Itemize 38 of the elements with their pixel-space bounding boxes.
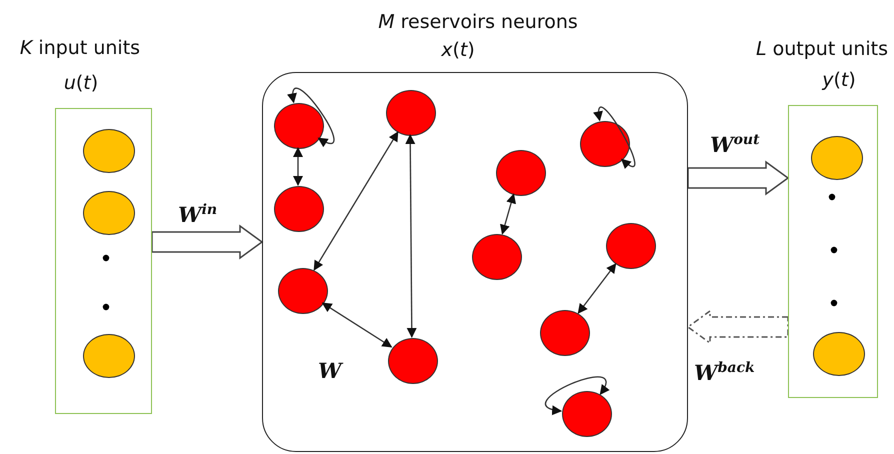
edge-label: W$^{in}$ [178, 202, 218, 227]
neuron-circle [540, 310, 590, 356]
neuron-circle [496, 150, 546, 196]
self-loop-arrow [288, 88, 334, 147]
arrow [293, 147, 303, 186]
arrow [405, 134, 417, 338]
layer-title: K input units [18, 37, 142, 59]
variable-label: u(t) [62, 72, 100, 94]
neuron-circle [386, 90, 436, 136]
self-loop-arrow [545, 376, 610, 414]
dashed-block-arrow [686, 310, 789, 344]
arrow [500, 193, 516, 235]
layer-title: M reservoirs neurons [377, 11, 579, 33]
arrow [322, 302, 392, 348]
neuron-circle [606, 223, 656, 269]
neuron-circle [278, 268, 328, 314]
variable-label: y(t) [820, 69, 857, 91]
neuron-circle [472, 234, 522, 280]
neuron-circle [388, 338, 438, 384]
block-arrow [151, 224, 264, 260]
edge-label: W$^{back}$ [694, 360, 755, 385]
unit-circle [811, 136, 863, 180]
unit-circle [83, 129, 135, 173]
arrow [314, 131, 398, 271]
layer-title: L output units [754, 38, 890, 60]
unit-circle [813, 332, 865, 376]
variable-label: x(t) [440, 39, 476, 61]
neuron-circle [274, 186, 324, 232]
edge-label: W$^{out}$ [710, 132, 760, 157]
arrow [578, 263, 616, 314]
neuron-circle [580, 121, 630, 167]
block-arrow [687, 160, 790, 196]
unit-circle [83, 191, 135, 235]
neuron-circle [274, 103, 324, 149]
weight-label: W [318, 358, 342, 383]
unit-circle [83, 334, 135, 378]
self-loop-arrow [594, 106, 636, 169]
neuron-circle [562, 391, 612, 437]
